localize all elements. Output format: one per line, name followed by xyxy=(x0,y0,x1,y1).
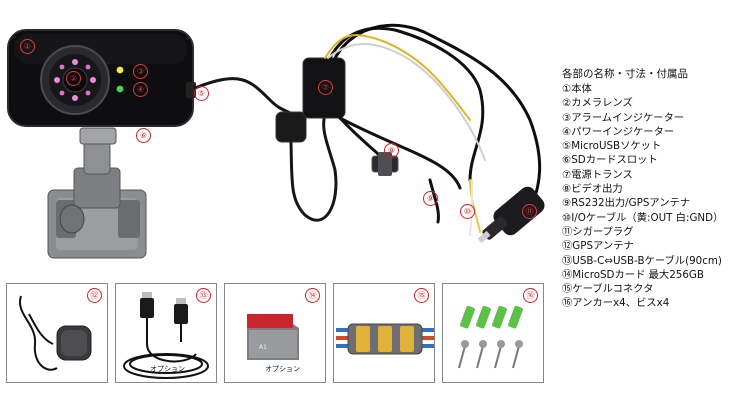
spec-item: ⑬USB-C⇔USB-Bケーブル(90cm) xyxy=(562,254,722,267)
anchors-screws-image xyxy=(458,305,523,369)
marker-cable-connector: ⑮ xyxy=(414,288,429,303)
video-connector xyxy=(371,152,399,176)
spec-item: ⑩I/Oケーブル（黄:OUT 白:GND） xyxy=(562,211,724,224)
spec-item: ⑫GPSアンテナ xyxy=(562,240,634,253)
spec-item: ⑪シガープラグ xyxy=(562,225,634,238)
power-cables xyxy=(193,23,542,236)
spec-list: 各部の名称・寸法・付属品 ①本体 ②カメラレンズ ③アラームインジケーター ④パ… xyxy=(562,66,747,311)
spec-items: ①本体 ②カメラレンズ ③アラームインジケーター ④パワーインジケーター ⑤Mi… xyxy=(562,82,747,311)
accessory-gps-antenna: ⑫ xyxy=(6,283,108,383)
usb-option-caption: オプション xyxy=(150,365,185,373)
marker-power-transformer: ⑦ xyxy=(318,80,333,95)
marker-io-cable: ⑩ xyxy=(460,204,475,219)
product-illustration xyxy=(7,23,545,259)
marker-lens: ② xyxy=(66,71,81,86)
marker-cigar-plug: ⑪ xyxy=(522,204,537,219)
camera-mount xyxy=(47,127,147,259)
marker-rs232-gps: ⑨ xyxy=(423,191,438,206)
spec-item: ①本体 xyxy=(562,83,592,95)
sd-option-caption: オプション xyxy=(265,365,300,373)
usb-cable-image xyxy=(123,292,209,379)
marker-microusb-socket: ⑤ xyxy=(194,86,209,101)
accessory-usb-cable: ⑬ オプション xyxy=(115,283,217,383)
spec-item: ③アラームインジケーター xyxy=(562,111,685,124)
marker-sd-slot: ⑥ xyxy=(136,128,151,143)
marker-body: ① xyxy=(20,39,35,54)
spec-item: ②カメラレンズ xyxy=(562,97,633,110)
accessory-microsd: A1 ⑭ オプション xyxy=(224,283,326,383)
marker-video-out: ⑧ xyxy=(384,143,399,158)
spec-item: ⑯アンカーx4、ビスx4 xyxy=(562,297,670,310)
marker-alarm-indicator: ③ xyxy=(133,64,148,79)
spec-title: 各部の名称・寸法・付属品 xyxy=(562,68,688,80)
marker-anchors-screws: ⑯ xyxy=(523,288,538,303)
cigar-plug xyxy=(477,186,545,244)
spec-item: ⑥SDカードスロット xyxy=(562,154,658,167)
marker-power-indicator: ④ xyxy=(133,82,148,97)
cable-connector-image xyxy=(336,323,434,355)
spec-item: ⑭MicroSDカード 最大256GB xyxy=(562,268,704,281)
accessory-cable-connector: ⑮ xyxy=(333,283,435,383)
spec-item: ⑧ビデオ出力 xyxy=(562,183,623,196)
microsd-image xyxy=(247,314,299,360)
camera-body xyxy=(7,29,196,127)
marker-microsd: ⑭ xyxy=(305,288,320,303)
spec-item: ⑦電源トランス xyxy=(562,168,633,181)
spec-item: ⑨RS232出力/GPSアンテナ xyxy=(562,197,691,210)
gps-antenna-image xyxy=(18,295,92,371)
spec-item: ④パワーインジケーター xyxy=(562,125,675,138)
sd-card-label: A1 xyxy=(259,344,267,351)
marker-usb-cable: ⑬ xyxy=(196,288,211,303)
accessory-anchors-screws: ⑯ xyxy=(442,283,544,383)
marker-gps-antenna: ⑫ xyxy=(87,288,102,303)
spec-item: ⑤MicroUSBソケット xyxy=(562,140,662,153)
spec-item: ⑮ケーブルコネクタ xyxy=(562,283,654,296)
